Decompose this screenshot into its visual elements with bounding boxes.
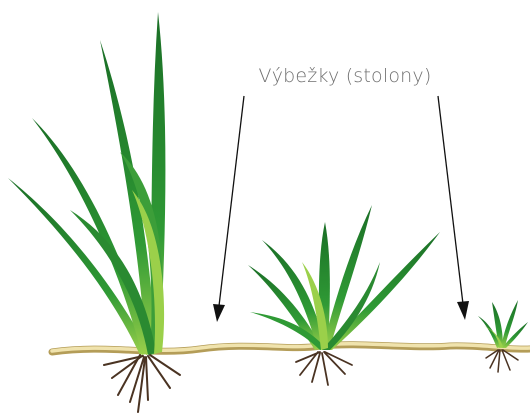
arrow-left (213, 96, 244, 322)
roots-small (486, 350, 518, 372)
arrow-right (438, 96, 469, 320)
roots-medium (296, 352, 352, 385)
grass-plant-medium (248, 205, 440, 350)
roots-large (104, 355, 180, 412)
grass-plant-large (8, 12, 165, 355)
grass-plant-small (478, 300, 528, 348)
stolon-label: Výbežky (stolony) (259, 65, 432, 87)
